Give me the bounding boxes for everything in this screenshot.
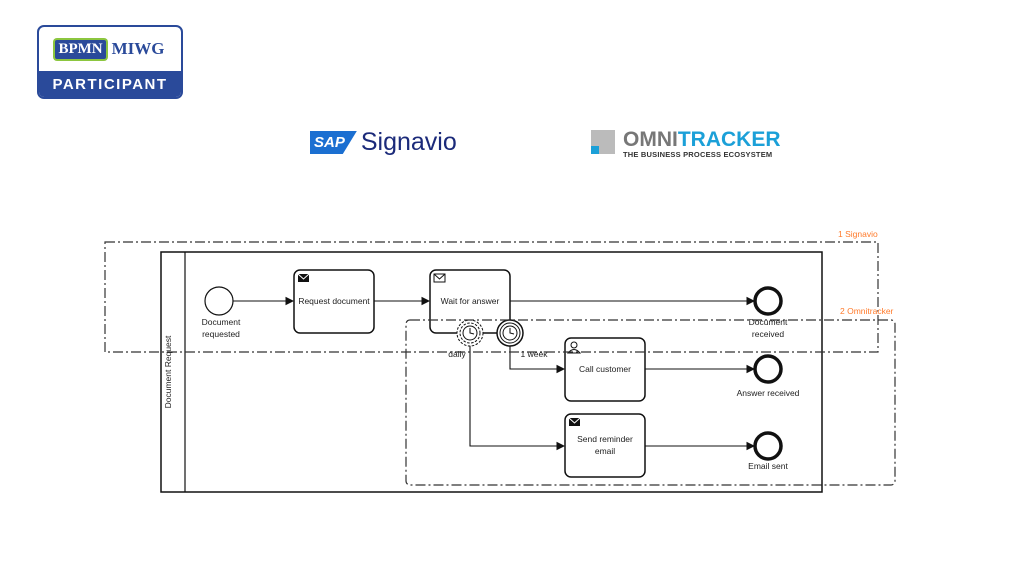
sap-mark: SAP <box>310 131 357 154</box>
timer-interrupting[interactable] <box>496 319 524 347</box>
omnitracker-mark-icon <box>591 130 615 154</box>
pool-document-request[interactable] <box>160 251 823 493</box>
task-wait-for-answer[interactable]: Wait for answer <box>429 269 511 334</box>
end-event-document-received[interactable] <box>753 286 783 316</box>
signavio-name: Signavio <box>360 128 457 156</box>
end-label-2: received <box>752 329 784 339</box>
group-omnitracker[interactable] <box>405 319 896 486</box>
group-omnitracker-label: 2 Omnitracker <box>840 306 894 316</box>
task-label-1: Send reminder <box>577 434 633 444</box>
task-send-reminder-email[interactable]: Send reminder email <box>564 413 646 478</box>
sap-signavio-logo: SAP Signavio <box>310 128 457 157</box>
flow-timer-week-to-call[interactable] <box>509 346 566 374</box>
envelope-icon <box>568 417 581 426</box>
end-label-1: Document <box>749 317 788 327</box>
omni-text: OMNI <box>623 128 678 151</box>
task-call-customer[interactable]: Call customer <box>564 337 646 402</box>
end-label: Answer received <box>737 388 800 398</box>
tracker-text: TRACKER <box>677 128 781 151</box>
flow-timer-daily-to-reminder[interactable] <box>469 346 566 451</box>
task-label: Call customer <box>579 364 631 374</box>
clock-icon <box>462 325 478 341</box>
end-label: Email sent <box>748 461 788 471</box>
omnitracker-logo: OMNITRACKER THE BUSINESS PROCESS ECOSYST… <box>591 128 781 159</box>
group-signavio[interactable] <box>104 241 879 353</box>
task-request-document[interactable]: Request document <box>293 269 375 334</box>
timer-week-label: 1 week <box>521 349 549 359</box>
envelope-outline-icon <box>433 273 446 283</box>
bpmn-logo-text: BPMN <box>55 39 106 59</box>
start-event[interactable] <box>204 286 234 316</box>
end-event-email-sent[interactable] <box>753 431 783 461</box>
participant-label: PARTICIPANT <box>39 71 181 97</box>
task-label: Request document <box>298 296 370 306</box>
task-label-2: email <box>595 446 615 456</box>
bpmn-miwg-participant-logo: BPMN MIWG PARTICIPANT <box>37 25 183 99</box>
timer-daily-label: daily <box>448 349 466 359</box>
clock-icon <box>502 325 518 341</box>
timer-non-interrupting[interactable] <box>456 319 484 347</box>
start-event-label-1: Document <box>202 317 241 327</box>
omnitracker-tagline: THE BUSINESS PROCESS ECOSYSTEM <box>623 150 773 159</box>
start-event-label-2: requested <box>202 329 240 339</box>
task-label: Wait for answer <box>441 296 500 306</box>
envelope-icon <box>297 273 310 282</box>
pool-label: Document Request <box>163 335 173 408</box>
miwg-logo-text: MIWG <box>111 39 165 58</box>
group-signavio-label: 1 Signavio <box>838 229 878 239</box>
end-event-answer-received[interactable] <box>753 354 783 384</box>
